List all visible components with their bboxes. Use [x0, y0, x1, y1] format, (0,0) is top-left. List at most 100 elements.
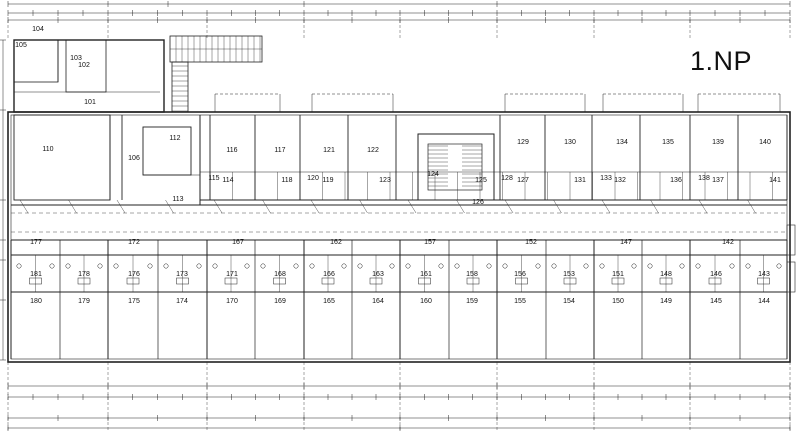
toilet-fixture [745, 263, 751, 269]
toilet-fixture [357, 263, 363, 269]
toilet-fixture [260, 263, 266, 269]
toilet-fixture [341, 263, 347, 269]
room-number-156: 156 [514, 271, 526, 278]
sink-fixture [611, 277, 625, 285]
room-outline [142, 126, 192, 176]
room-number-170: 170 [226, 298, 238, 305]
sink-fixture [176, 277, 189, 285]
bathroom-fixtures [16, 199, 782, 285]
door-swing [262, 199, 271, 214]
floor-label: 1.NP [690, 46, 753, 76]
toilet-fixture [729, 263, 735, 269]
room-number-136: 136 [670, 177, 682, 184]
sink-fixture [466, 277, 480, 285]
toilet-fixture [65, 263, 71, 269]
room-number-131: 131 [574, 177, 586, 184]
room-number-172: 172 [128, 239, 140, 246]
sink-fixture [757, 277, 770, 285]
room-number-178: 178 [78, 271, 90, 278]
room-number-167: 167 [232, 239, 244, 246]
dimension-lines [0, 1, 791, 431]
sink-fixture [126, 277, 140, 285]
room-number-168: 168 [274, 271, 286, 278]
room-number-123: 123 [379, 177, 391, 184]
room-outline [13, 114, 111, 201]
room-number-177: 177 [30, 239, 42, 246]
room-number-102: 102 [78, 62, 90, 69]
room-number-140: 140 [759, 139, 771, 146]
door-swing [116, 199, 126, 214]
toilet-fixture [147, 263, 153, 269]
sink-fixture [29, 277, 42, 285]
room-number-118: 118 [281, 177, 292, 184]
room-number-159: 159 [466, 298, 478, 305]
door-swing [407, 199, 417, 214]
toilet-fixture [389, 263, 395, 269]
toilet-fixture [196, 263, 202, 269]
stair-outline [171, 61, 189, 113]
room-number-161: 161 [420, 271, 432, 278]
room-number-122: 122 [367, 147, 379, 154]
toilet-fixture [486, 263, 492, 269]
room-number-103: 103 [70, 55, 82, 62]
toilet-fixture [97, 263, 103, 269]
room-number-116: 116 [226, 147, 237, 154]
toilet-fixture [16, 263, 22, 269]
room-number-154: 154 [563, 298, 575, 305]
door-swing [213, 199, 223, 214]
room-number-105: 105 [15, 42, 27, 49]
toilet-fixture [647, 263, 653, 269]
room-number-132: 132 [614, 177, 626, 184]
room-number-146: 146 [710, 271, 722, 278]
exterior-step [786, 224, 796, 256]
room-number-101: 101 [84, 99, 96, 106]
room-number-119: 119 [322, 177, 333, 184]
toilet-fixture [695, 263, 701, 269]
door-swing [310, 199, 320, 214]
toilet-fixture [535, 263, 541, 269]
room-number-163: 163 [372, 271, 384, 278]
room-number-135: 135 [662, 139, 674, 146]
door-swing [747, 199, 756, 214]
toilet-fixture [502, 263, 508, 269]
toilet-fixture [244, 263, 250, 269]
toilet-fixture [49, 263, 55, 269]
room-number-155: 155 [514, 298, 526, 305]
room-number-148: 148 [660, 271, 672, 278]
room-number-164: 164 [372, 298, 384, 305]
room-number-126: 126 [472, 199, 484, 206]
room-number-117: 117 [274, 147, 285, 154]
door-swing [19, 199, 29, 214]
room-number-162: 162 [330, 239, 342, 246]
room-number-157: 157 [424, 239, 436, 246]
toilet-fixture [163, 263, 169, 269]
sink-fixture [273, 277, 286, 285]
room-number-137: 137 [712, 177, 724, 184]
door-swing [650, 199, 659, 214]
room-number-128: 128 [501, 175, 513, 182]
room-number-176: 176 [128, 271, 140, 278]
wall-outlines [7, 35, 796, 363]
room-number-180: 180 [30, 298, 42, 305]
room-number-115: 115 [208, 175, 219, 182]
room-number-147: 147 [620, 239, 632, 246]
toilet-fixture [113, 263, 119, 269]
exterior-step [786, 261, 796, 293]
room-number-173: 173 [176, 271, 188, 278]
room-number-179: 179 [78, 298, 90, 305]
toilet-fixture [293, 263, 299, 269]
door-swing [165, 199, 174, 214]
stair-core-inner [427, 143, 483, 191]
door-swing [553, 199, 562, 214]
door-swing [601, 199, 611, 214]
door-swing [504, 199, 514, 214]
room-number-120: 120 [307, 175, 319, 182]
room-number-149: 149 [660, 298, 672, 305]
door-swing [698, 199, 708, 214]
sink-fixture [418, 277, 431, 285]
room-number-106: 106 [128, 155, 140, 162]
room-number-152: 152 [525, 239, 537, 246]
room-number-160: 160 [420, 298, 432, 305]
